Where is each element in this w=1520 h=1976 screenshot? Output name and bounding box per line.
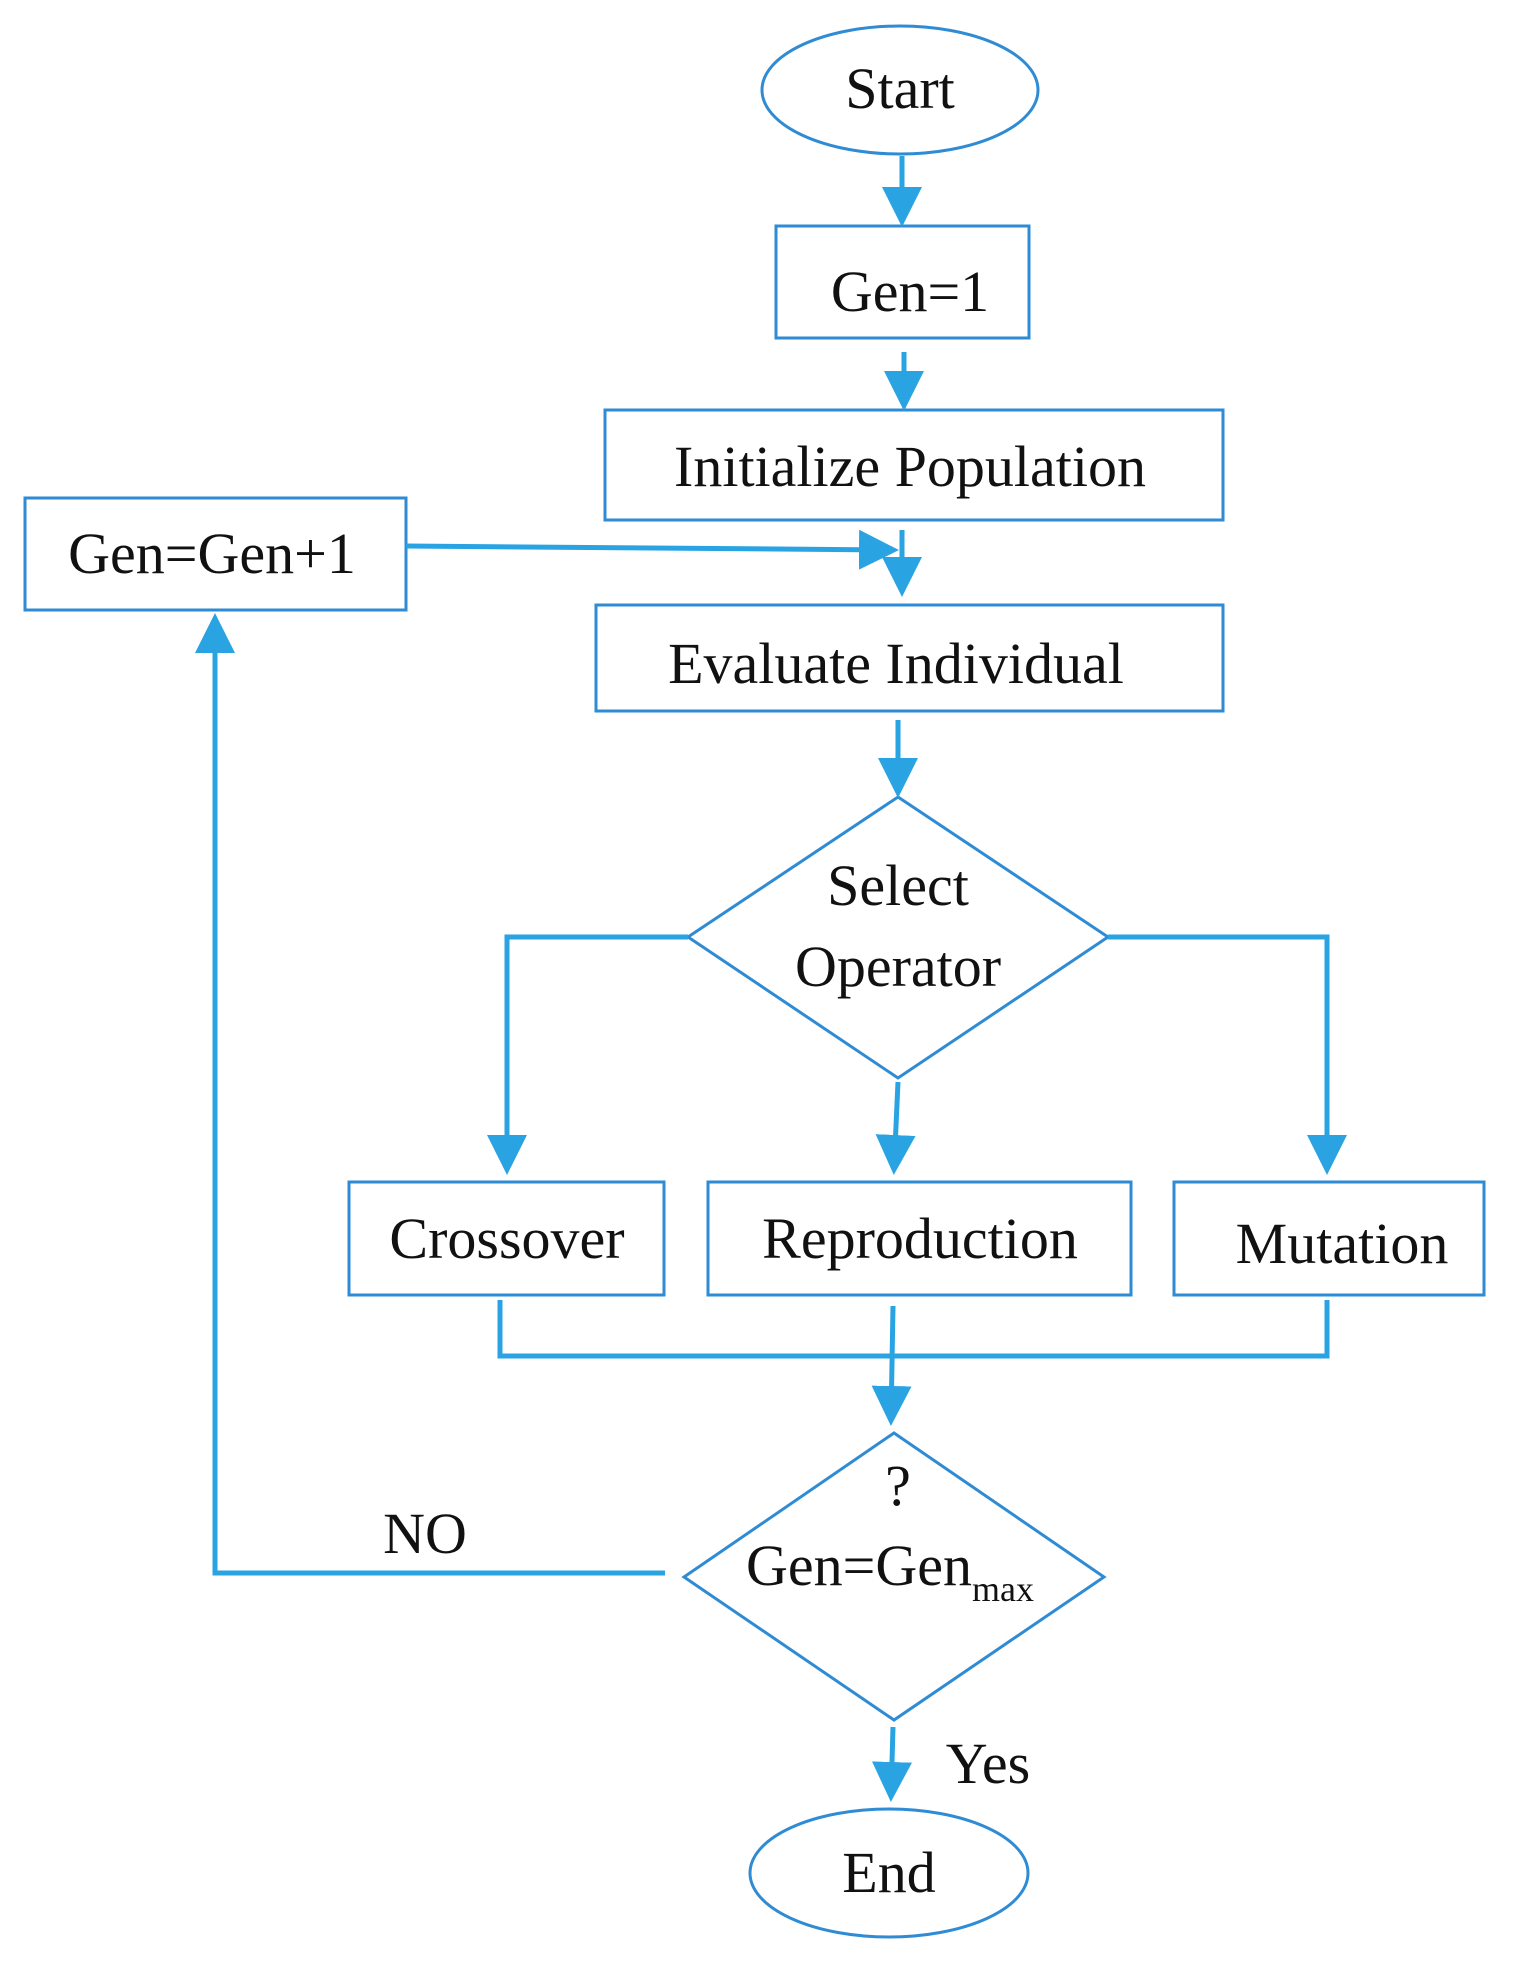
end-node: End [748,1807,1030,1939]
gen-init-label: Gen=1 [831,259,989,324]
connectors [195,156,1347,1802]
edge-label-yes: Yes [946,1731,1030,1796]
init-population-node: Initialize Population [603,408,1225,522]
crossover-label: Crossover [389,1206,624,1271]
select-operator-node: Select Operator [685,795,1111,1080]
arrow-merge-to-termination [871,1305,912,1426]
reproduction-box [706,1180,1133,1297]
reproduction-label: Reproduction [762,1206,1078,1271]
merge-operators-line [497,1300,1330,1359]
termination-diamond [681,1431,1107,1722]
gen-increment-label: Gen=Gen+1 [68,521,356,586]
arrow-select-to-reproduction [875,1081,916,1175]
evaluate-box [594,603,1225,713]
arrow-select-to-mutation [1108,934,1347,1175]
start-node: Start [760,24,1040,156]
reproduction-node: Reproduction [706,1180,1133,1297]
gen-increment-box [23,496,408,612]
init-population-label: Initialize Population [674,434,1146,499]
arrow-select-to-crossover [487,934,688,1175]
end-label: End [842,1840,935,1905]
select-operator-diamond [685,795,1111,1080]
evaluate-label: Evaluate Individual [668,631,1124,696]
arrow-termination-to-end [872,1726,912,1802]
gen-init-box [774,224,1031,340]
termination-condition-base: Gen=Gen [746,1533,972,1598]
crossover-node: Crossover [347,1180,666,1297]
termination-condition-label: Gen=Genmax [746,1533,1034,1609]
mutation-label: Mutation [1236,1211,1449,1276]
start-ellipse [760,24,1040,156]
evaluate-node: Evaluate Individual [594,603,1225,713]
gen-increment-node: Gen=Gen+1 [23,496,408,612]
arrow-no-loop-to-gen-increment [195,613,665,1576]
termination-decision-node: ? Gen=Genmax [681,1431,1107,1722]
select-operator-label-line1: Select [827,853,969,918]
arrow-gen-increment-to-evaluate [405,529,899,570]
end-ellipse [748,1807,1030,1939]
crossover-box [347,1180,666,1297]
termination-condition-subscript: max [972,1569,1034,1609]
start-label: Start [845,56,955,121]
gen-init-node: Gen=1 [774,224,1031,340]
edge-label-no: NO [383,1501,467,1566]
termination-question-mark: ? [885,1453,911,1518]
mutation-box [1172,1180,1486,1297]
select-operator-label-line2: Operator [795,934,1001,999]
mutation-node: Mutation [1172,1180,1486,1297]
